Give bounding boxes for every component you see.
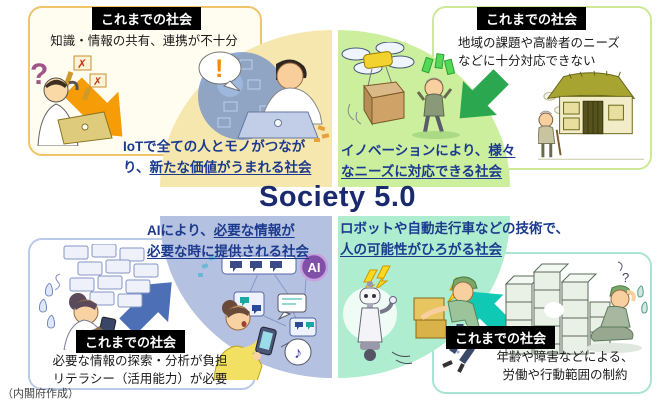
question-icon: ? [30, 58, 48, 91]
caption-innovation: イノベーションにより、様々 なニーズに対応できる社会 [341, 143, 516, 179]
question-icon: ? [622, 270, 629, 285]
past-society-text-bottom-left: 必要な情報の探索・分析が負担 リテラシー（活用能力）が必要 [52, 354, 228, 386]
ai-badge: AI [308, 260, 321, 275]
past-society-label-top-left: これまでの社会 [92, 7, 202, 30]
robot-worker-icon [343, 265, 480, 373]
error-cross-icon: ✗ [77, 57, 87, 71]
old-house-icon [538, 70, 645, 160]
attribution: （内閣府作成） [2, 388, 79, 400]
drone-delivery-icon [341, 42, 460, 139]
past-society-label-top-right: これまでの社会 [477, 7, 587, 30]
caption-robot: ロボットや自動走行車などの技術で、 人の可能性がひろがる社会 [340, 221, 569, 257]
past-society-text-top-right: 地域の課題や高齢者のニーズ などに十分対応できない [458, 36, 620, 68]
confused-worker-icon: ? ✗ ✗ [30, 55, 113, 146]
video-call-icon: ! [198, 51, 330, 142]
arrow-top-right-icon [459, 69, 509, 119]
arrow-bottom-left-icon [119, 282, 172, 335]
page-title: Society 5.0 [258, 181, 417, 213]
past-society-text-bottom-right: 年齢や障害などによる、 労働や行動範囲の制約 [496, 350, 634, 382]
exclamation-icon: ! [215, 55, 223, 83]
ai-assistant-icon: AI ♪ [198, 254, 329, 380]
past-society-label-bottom-left: これまでの社会 [76, 330, 186, 353]
error-cross-icon: ✗ [93, 76, 102, 88]
past-society-text-top-left: 知識・情報の共有、連携が不十分 [50, 34, 238, 48]
caption-ai: AIにより、必要な情報が 必要な時に提供される社会 [147, 223, 309, 259]
music-note-icon: ♪ [294, 345, 302, 362]
past-society-label-bottom-right: これまでの社会 [446, 326, 556, 349]
arrow-top-left-icon [63, 77, 123, 137]
caption-iot: IoTで全ての人とモノがつなが り、新たな価値がうまれる社会 [123, 139, 312, 175]
